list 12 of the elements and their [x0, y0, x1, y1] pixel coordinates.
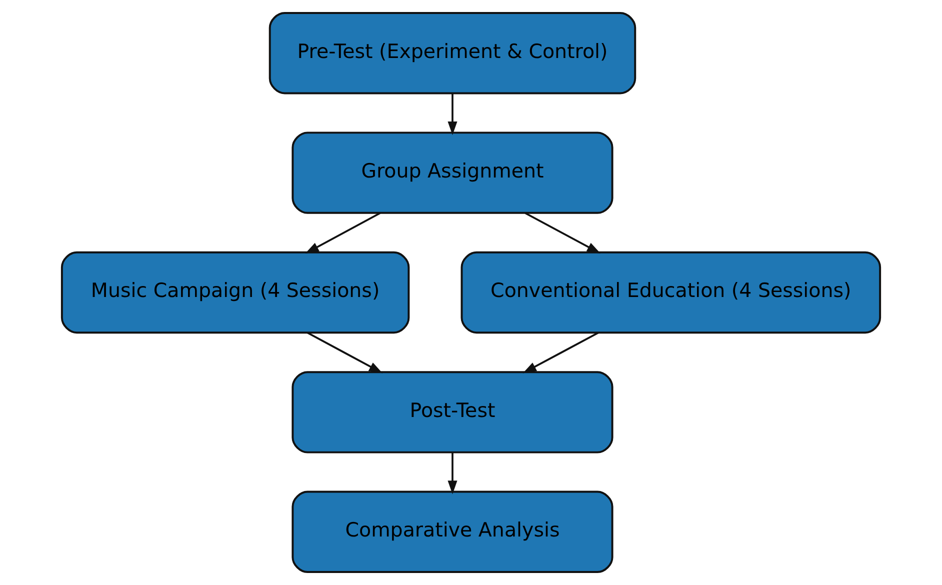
node-box: Group Assignment [292, 132, 614, 214]
node-box: Music Campaign (4 Sessions) [60, 251, 410, 334]
node-box: Conventional Education (4 Sessions) [460, 251, 882, 334]
arrow [448, 93, 458, 136]
node-box: Pre-Test (Experiment & Control) [268, 12, 636, 94]
arrow [522, 332, 599, 374]
node-box: Post-Test [292, 371, 614, 454]
arrow [448, 452, 458, 494]
arrow [307, 332, 383, 374]
node-box: Comparative Analysis [292, 490, 614, 573]
arrow [524, 212, 601, 254]
arrow [305, 212, 381, 254]
